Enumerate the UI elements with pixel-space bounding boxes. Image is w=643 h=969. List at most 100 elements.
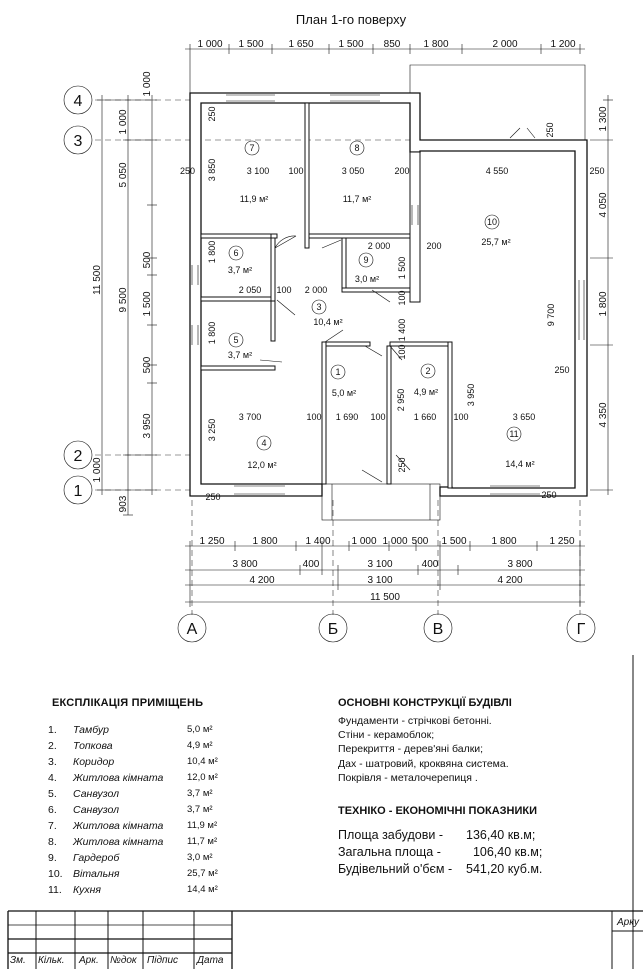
explication-row-area: 25,7 м² (187, 868, 218, 879)
axis-label-v: В (433, 621, 444, 638)
dim-r7w: 3 100 (247, 166, 270, 176)
stamp-col-ndok: №док (110, 955, 138, 966)
dim-left-inner-500a: 500 (142, 251, 153, 268)
dim-bottom-2-4: 400 (422, 559, 439, 570)
tech-indicator-value: 106,40 кв.м; (466, 845, 543, 859)
explication-row-name: Тамбур (73, 724, 109, 736)
top-dimension-chain: 1 000 1 500 1 650 1 500 850 1 800 2 000 … (185, 39, 585, 100)
room-number-4: 4 (261, 438, 266, 448)
dim-top-8: 1 200 (550, 39, 575, 50)
dim-bottom-1-8: 1 800 (491, 536, 516, 547)
dim-right-4350: 4 350 (598, 402, 609, 427)
building-walls (189, 64, 588, 521)
dim-left-inner-1500: 1 500 (142, 291, 153, 316)
explication-row-number: 5. (48, 788, 57, 800)
dim-left-903: 903 (118, 495, 129, 512)
left-axis-markers: 4 3 2 1 (63, 85, 93, 505)
room-number-8: 8 (354, 143, 359, 153)
dim-left-9500: 9 500 (118, 287, 129, 312)
room-area-11: 14,4 м² (505, 459, 534, 469)
room-number-3: 3 (316, 302, 321, 312)
left-dimension-chains: 11 500 1 000 1 000 5 050 9 500 903 1 000… (92, 71, 157, 516)
explication-row-number: 3. (48, 756, 57, 768)
tech-indicator-label: Загальна площа - (338, 845, 441, 859)
explication-row-name: Житлова кімната (73, 836, 164, 848)
explication-title: ЕКСПЛІКАЦІЯ ПРИМІЩЕНЬ (52, 697, 204, 709)
dim-r9h: 1 500 (397, 257, 407, 280)
dim-w100g: 100 (453, 412, 468, 422)
explication-row-name: Санвузол (73, 804, 119, 816)
room-area-5: 3,7 м² (228, 350, 252, 360)
construction-item: Стіни - керамоблок; (338, 729, 435, 742)
tech-indicator-row: Будівельний о'бєм -541,20 куб.м. (338, 861, 542, 878)
room-area-4: 12,0 м² (247, 460, 276, 470)
dim-w250b: 250 (589, 166, 604, 176)
dim-w100b: 100 (276, 285, 291, 295)
explication-row-number: 8. (48, 836, 57, 848)
dim-bottom-1-2: 1 800 (252, 536, 277, 547)
axis-marker-3 (63, 125, 93, 155)
axis-label-3: 3 (74, 133, 83, 150)
room-number-6: 6 (233, 248, 238, 258)
dim-bottom-1-6: 500 (412, 536, 429, 547)
axis-label-b: Б (328, 621, 339, 638)
dim-bottom-1-5: 1 000 (382, 536, 407, 547)
dim-right-1800: 1 800 (598, 291, 609, 316)
explication-row-number: 6. (48, 804, 57, 816)
explication-row-area: 12,0 м² (187, 772, 218, 783)
tech-indicator-label: Площа забудови - (338, 828, 443, 842)
tech-indicators-title: ТЕХНІКО - ЕКОНОМІЧНІ ПОКАЗНИКИ (338, 805, 538, 817)
dim-w100d: 100 (306, 412, 321, 422)
tech-indicator-row: Площа забудови -136,40 кв.м; (338, 827, 542, 844)
dim-bottom-2-2: 400 (303, 559, 320, 570)
dim-top-3: 1 650 (288, 39, 313, 50)
explication-row-area: 3,7 м² (187, 788, 213, 799)
axis-label-1: 1 (74, 483, 83, 500)
explication-row-number: 7. (48, 820, 57, 832)
dim-w250d: 250 (205, 492, 220, 502)
room-number-1: 1 (335, 367, 340, 377)
dim-r2w: 1 660 (414, 412, 437, 422)
explication-row-area: 3,0 м² (187, 852, 213, 863)
explication-row-number: 9. (48, 852, 57, 864)
stamp-col-data: Дата (196, 955, 224, 966)
right-dimension-chain: 1 300 4 050 1 800 4 350 (590, 95, 613, 495)
explication-row-area: 4,9 м² (187, 740, 213, 751)
dim-w250e: 250 (541, 490, 556, 500)
bottom-dimension-chains: 1 250 1 800 1 400 1 000 1 000 500 1 500 … (185, 536, 585, 607)
dim-bottom-total: 11 500 (370, 592, 400, 603)
dim-r8w: 3 050 (342, 166, 365, 176)
axis-marker-4 (63, 85, 93, 115)
room-number-5: 5 (233, 335, 238, 345)
dim-top-6: 1 800 (423, 39, 448, 50)
room-number-2: 2 (425, 366, 430, 376)
room-area-7: 11,9 м² (240, 194, 269, 204)
dim-bottom-2-3: 3 100 (367, 559, 392, 570)
stamp-col-ark: Арк. (78, 955, 99, 966)
room-number-10: 10 (487, 217, 497, 227)
dim-bottom-3-2: 3 100 (367, 575, 392, 586)
dim-left-top-1000: 1 000 (118, 109, 129, 134)
dim-w200b: 200 (426, 241, 441, 251)
room-area-1: 5,0 м² (332, 388, 356, 398)
dim-left-inner-500b: 500 (142, 356, 153, 373)
room-area-8: 11,7 м² (343, 194, 372, 204)
stamp-col-pidpys: Підпис (147, 955, 178, 966)
dim-r4w: 3 700 (239, 412, 262, 422)
inner-dimensions: 250 3 100 100 3 050 200 4 550 250 2 000 … (180, 106, 605, 502)
explication-row-name: Вітальня (73, 868, 120, 880)
axis-marker-1 (63, 475, 93, 505)
dim-left-5050: 5 050 (118, 162, 129, 187)
room-area-9: 3,0 м² (355, 274, 379, 284)
dim-r4h: 3 250 (207, 419, 217, 442)
explication-row-name: Житлова кімната (73, 772, 164, 784)
dim-bottom-1-9: 1 250 (549, 536, 574, 547)
dim-w250f: 250 (207, 106, 217, 121)
dim-r6w: 2 050 (239, 285, 262, 295)
axis-label-a: А (187, 621, 198, 638)
explication-row-area: 14,4 м² (187, 884, 218, 895)
axis-marker-2 (63, 440, 93, 470)
